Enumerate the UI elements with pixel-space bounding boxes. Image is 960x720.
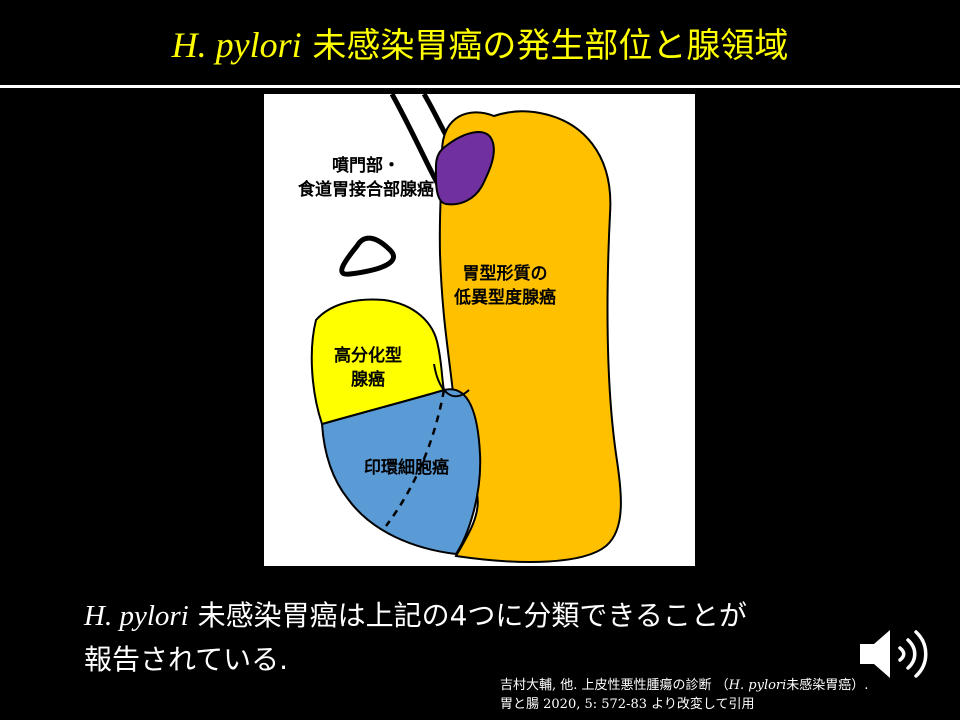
reference-latin: H. pylori [728, 678, 787, 693]
dashed-boundary [385, 389, 446, 527]
label-gastric-type: 胃型形質の 低異型度腺癌 [454, 262, 556, 310]
reference-citation: 吉村大輔, 他. 上皮性悪性腫瘍の診断 （H. pylori未感染胃癌）. 胃と… [500, 676, 868, 714]
label-cardia-line2: 食道胃接合部腺癌 [298, 180, 434, 200]
stomach-diagram: 噴門部・ 食道胃接合部腺癌 胃型形質の 低異型度腺癌 高分化型 腺癌 印環細胞癌 [264, 94, 695, 566]
reference-line1-a: 吉村大輔, 他. 上皮性悪性腫瘍の診断 （ [500, 678, 729, 693]
label-cardia-line1: 噴門部・ [332, 156, 400, 176]
title-latin: H. pylori [171, 24, 302, 65]
reference-line1-b: 未感染胃癌）. [786, 678, 869, 693]
label-signet-text: 印環細胞癌 [364, 458, 449, 478]
label-cardia: 噴門部・ 食道胃接合部腺癌 [298, 154, 434, 202]
angular-notch [433, 363, 470, 398]
reference-line1: 吉村大輔, 他. 上皮性悪性腫瘍の診断 （H. pylori未感染胃癌）. [500, 676, 868, 695]
triangle-outline [339, 235, 396, 277]
label-diff-line2: 腺癌 [351, 370, 385, 390]
label-gastric-line2: 低異型度腺癌 [454, 288, 556, 308]
slide-title: H. pylori 未感染胃癌の発生部位と腺領域 [172, 18, 789, 67]
title-divider [0, 85, 960, 88]
reference-line2: 胃と腸 2020, 5: 572-83 より改変して引用 [500, 697, 755, 712]
label-diff-line1: 高分化型 [334, 346, 402, 366]
label-gastric-line1: 胃型形質の [462, 264, 548, 284]
gastric-body-region [438, 110, 622, 563]
stomach-drawing [310, 94, 622, 563]
title-bar: H. pylori 未感染胃癌の発生部位と腺領域 [0, 0, 960, 84]
label-signet: 印環細胞癌 [364, 456, 449, 480]
caption-line1-rest: 未感染胃癌は上記の4つに分類できることが [188, 599, 747, 632]
speaker-icon[interactable] [858, 624, 934, 684]
label-differentiated: 高分化型 腺癌 [334, 344, 402, 392]
caption-line1: H. pylori 未感染胃癌は上記の4つに分類できることが [84, 594, 747, 638]
differentiated-region [310, 298, 446, 426]
cardia-region [434, 131, 495, 206]
title-text: 未感染胃癌の発生部位と腺領域 [301, 25, 789, 66]
caption-line2: 報告されている. [84, 643, 289, 676]
caption-text: H. pylori 未感染胃癌は上記の4つに分類できることが 報告されている. [84, 594, 747, 682]
caption-latin: H. pylori [84, 600, 189, 632]
